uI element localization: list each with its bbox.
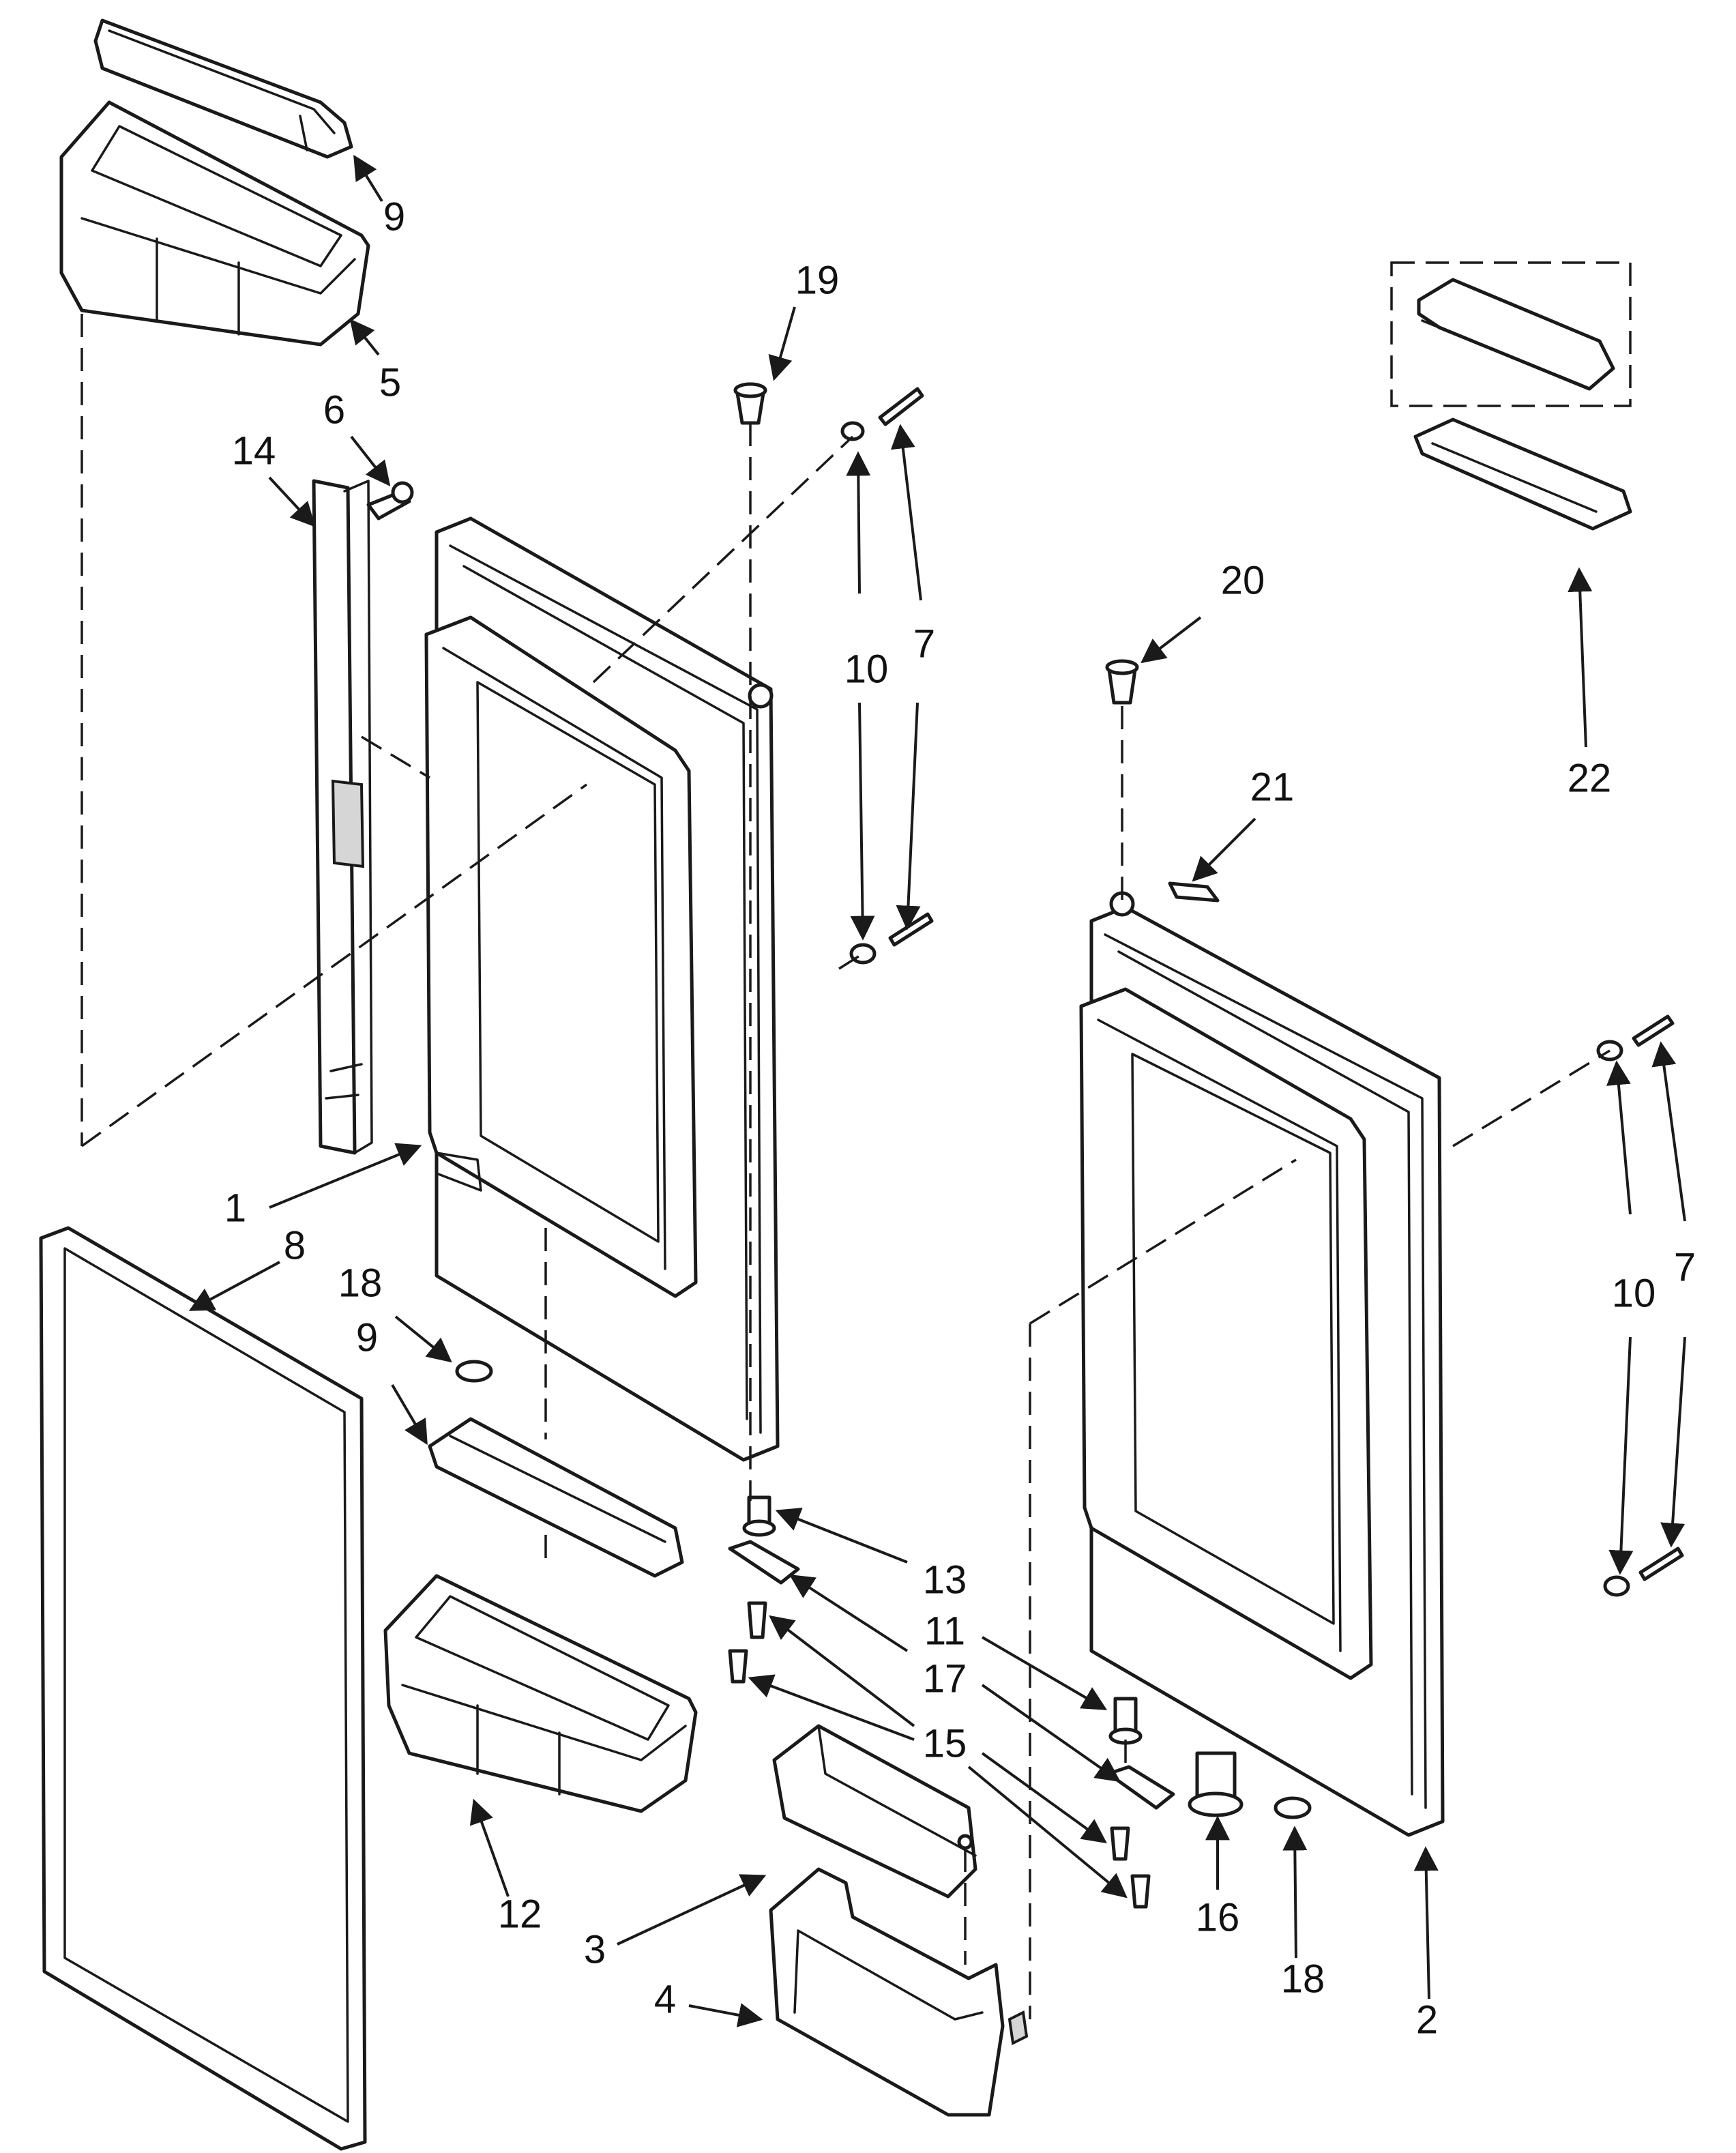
callout-labels: 9 5 6 14 19 10 7 1 8 18 9 13 11 17 15 12…	[224, 194, 1696, 2042]
shelf-cover-part-9-upper	[93, 18, 353, 159]
spacer-part-10-upper	[840, 421, 865, 441]
bushing-part-20	[1105, 659, 1139, 705]
callout-18-right: 18	[1281, 1957, 1325, 2001]
plug-part-18-right	[1274, 1796, 1312, 1819]
screw-part-7-upper	[878, 387, 924, 426]
callout-15: 15	[923, 1721, 967, 1766]
callout-9-lower: 9	[356, 1315, 378, 1360]
callout-12: 12	[498, 1892, 542, 1936]
callout-1: 1	[224, 1186, 246, 1230]
callout-18-left: 18	[338, 1261, 383, 1305]
door-liner-part-1	[424, 516, 780, 1462]
screw-part-7-right-lower	[1638, 1547, 1684, 1581]
callout-9-upper: 9	[383, 194, 405, 239]
callout-17: 17	[923, 1656, 967, 1701]
hinge-part-16	[1188, 1751, 1244, 1817]
callout-6: 6	[323, 387, 345, 432]
door-bin-part-12	[383, 1574, 698, 1813]
callout-20: 20	[1221, 558, 1265, 602]
callout-7-right: 7	[1674, 1245, 1696, 1289]
callout-19: 19	[795, 258, 840, 302]
callout-10-left: 10	[844, 647, 889, 691]
screws-part-15-left	[728, 1601, 767, 1684]
screws-part-15-right	[1110, 1826, 1151, 1909]
screw-part-7-right-upper	[1632, 1014, 1675, 1047]
callout-8: 8	[284, 1223, 306, 1268]
bushing-part-19	[733, 382, 767, 425]
callout-3: 3	[584, 1927, 606, 1972]
leader-lines	[188, 154, 1686, 2027]
screw-part-6	[366, 481, 414, 521]
callout-11: 11	[924, 1609, 965, 1653]
door-bin-part-5-upper	[59, 100, 370, 347]
callout-21: 21	[1250, 765, 1295, 809]
callout-5: 5	[379, 360, 401, 405]
callout-2: 2	[1416, 1997, 1438, 2042]
door-gasket-part-8	[39, 1226, 367, 2151]
callout-13: 13	[923, 1557, 967, 1602]
kit-part-22	[1390, 261, 1632, 531]
housing-cover-part-3	[772, 1724, 977, 1899]
hinge-pin-part-11	[1108, 1697, 1143, 1745]
plug-part-18-left	[455, 1360, 493, 1383]
hinge-pin-part-13	[742, 1495, 776, 1537]
spacer-part-10-right-lower	[1603, 1575, 1630, 1597]
label-part-21	[1168, 881, 1220, 903]
door-liner-part-2	[1079, 891, 1445, 1837]
hinge-bracket-part-17-left	[728, 1540, 800, 1585]
callout-14: 14	[232, 428, 276, 473]
assembly-guide-lines	[80, 314, 1610, 2019]
housing-base-part-4	[769, 1867, 1029, 2117]
door-trim-part-14	[312, 479, 373, 1155]
callout-16: 16	[1196, 1895, 1240, 1939]
callout-22: 22	[1568, 756, 1612, 800]
screw-part-7-lower	[888, 912, 934, 947]
callout-4: 4	[654, 1977, 676, 2021]
shelf-cover-part-9-lower	[428, 1417, 684, 1578]
hinge-bracket-part-17-right	[1106, 1765, 1175, 1810]
callout-7-left: 7	[913, 621, 935, 666]
callout-10-right: 10	[1612, 1271, 1656, 1315]
